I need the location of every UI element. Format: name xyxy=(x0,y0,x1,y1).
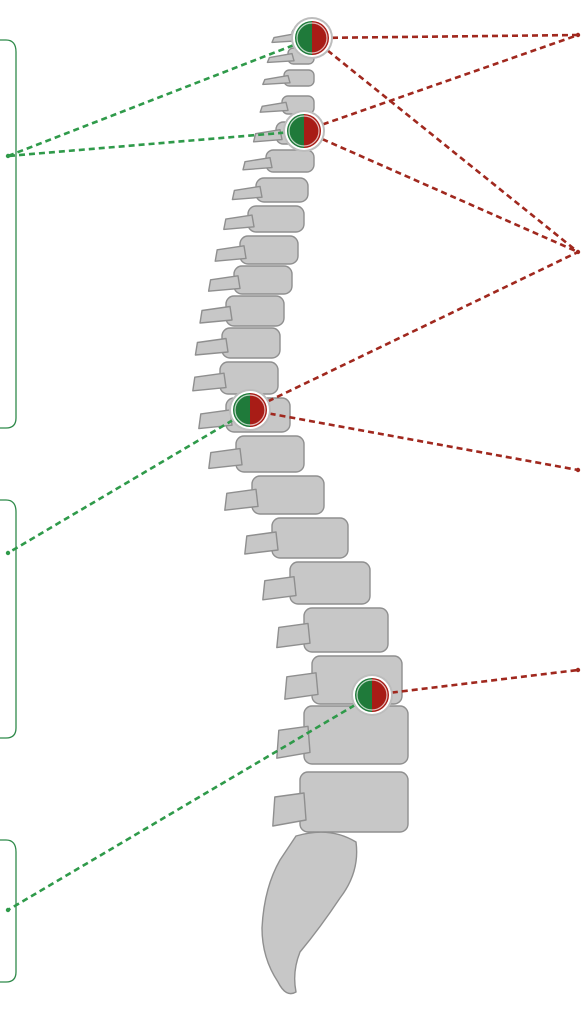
vertebra-process xyxy=(199,410,232,429)
vertebra xyxy=(226,296,284,326)
vertebra xyxy=(290,562,370,604)
vertebra xyxy=(300,772,408,832)
left-endpoint-1 xyxy=(6,154,10,158)
vertebra xyxy=(236,436,304,472)
vertebra xyxy=(272,518,348,558)
vertebra-process xyxy=(193,373,226,391)
green-leader-marker-3 xyxy=(8,410,250,553)
vertebra-process xyxy=(224,215,254,229)
vertebra xyxy=(234,266,292,294)
split-green-red-circle-icon xyxy=(283,110,325,152)
vertebra xyxy=(252,476,324,514)
right-endpoint-4 xyxy=(576,668,580,672)
left-endpoint-2 xyxy=(6,551,10,555)
split-green-red-circle-icon xyxy=(291,17,333,59)
right-endpoint-2 xyxy=(576,250,580,254)
vertebra-process xyxy=(245,532,278,554)
vertebra-process xyxy=(273,793,306,826)
vertebra xyxy=(240,236,298,264)
vertebra-process xyxy=(200,307,232,324)
vertebra-process xyxy=(195,339,228,356)
left-bracket-box-1 xyxy=(0,40,16,428)
right-endpoint-1 xyxy=(576,33,580,37)
vertebra xyxy=(304,706,408,764)
spine-illustration xyxy=(193,28,408,994)
left-bracket-box-2 xyxy=(0,500,16,738)
green-leader-marker-2 xyxy=(8,131,304,156)
vertebra xyxy=(304,608,388,652)
red-leader-marker-4 xyxy=(372,670,578,695)
vertebra xyxy=(256,178,308,202)
split-green-red-circle-icon xyxy=(229,389,271,431)
sacrum xyxy=(262,832,357,993)
vertebra-process xyxy=(232,186,262,199)
red-leader-marker-1-b xyxy=(312,38,578,252)
vertebra-process xyxy=(263,577,296,600)
right-endpoint-3 xyxy=(576,468,580,472)
vertebra xyxy=(266,150,314,172)
vertebra-process xyxy=(225,489,258,510)
red-leader-marker-3-a xyxy=(250,252,578,410)
vertebra-process xyxy=(243,158,272,170)
red-leader-marker-1-a xyxy=(312,35,578,38)
vertebra xyxy=(222,328,280,358)
vertebra-process xyxy=(209,276,240,291)
vertebra-process xyxy=(277,623,310,647)
vertebra-process xyxy=(260,102,288,112)
vertebra-process xyxy=(209,449,242,469)
left-endpoint-3 xyxy=(6,908,10,912)
vertebra-process xyxy=(263,76,290,85)
split-green-red-circle-icon xyxy=(351,674,393,716)
vertebra xyxy=(248,206,304,232)
vertebra-process xyxy=(254,130,282,142)
red-leader-marker-2-a xyxy=(304,35,578,131)
vertebra-process xyxy=(215,246,246,261)
red-leader-marker-2-b xyxy=(304,131,578,252)
vertebra-process xyxy=(285,673,318,699)
